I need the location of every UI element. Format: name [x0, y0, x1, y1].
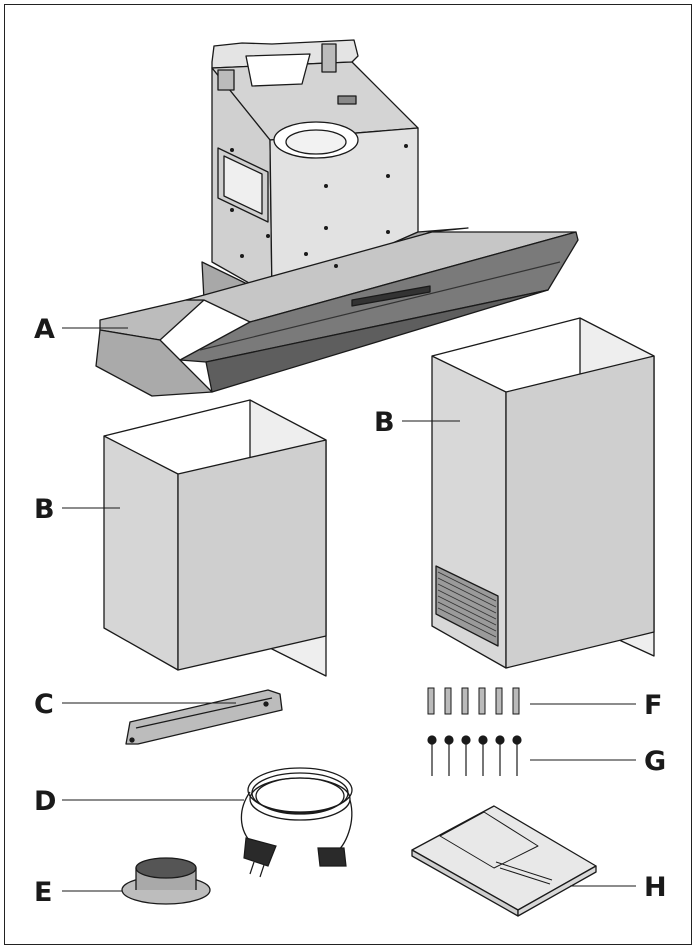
chimney-large — [431, 317, 655, 669]
label-a: A — [34, 314, 55, 345]
chimney-small — [103, 399, 327, 677]
air-flange — [121, 857, 211, 905]
power-plugs — [243, 837, 347, 878]
wall-bracket — [125, 689, 283, 745]
figure-frame — [4, 4, 692, 945]
label-d: D — [34, 786, 56, 817]
label-f: F — [644, 690, 662, 721]
label-h: H — [644, 872, 667, 903]
label-e: E — [34, 877, 52, 908]
label-c: C — [34, 689, 54, 720]
leader-lines — [62, 327, 636, 892]
instruction-manual — [411, 805, 597, 917]
wall-plugs — [427, 687, 520, 715]
hood-body — [95, 39, 579, 397]
label-b-right: B — [374, 407, 395, 438]
label-g: G — [644, 746, 666, 777]
label-b-left: B — [34, 494, 55, 525]
hood-screws — [230, 144, 408, 268]
screws — [427, 735, 522, 776]
power-cable — [240, 767, 353, 855]
